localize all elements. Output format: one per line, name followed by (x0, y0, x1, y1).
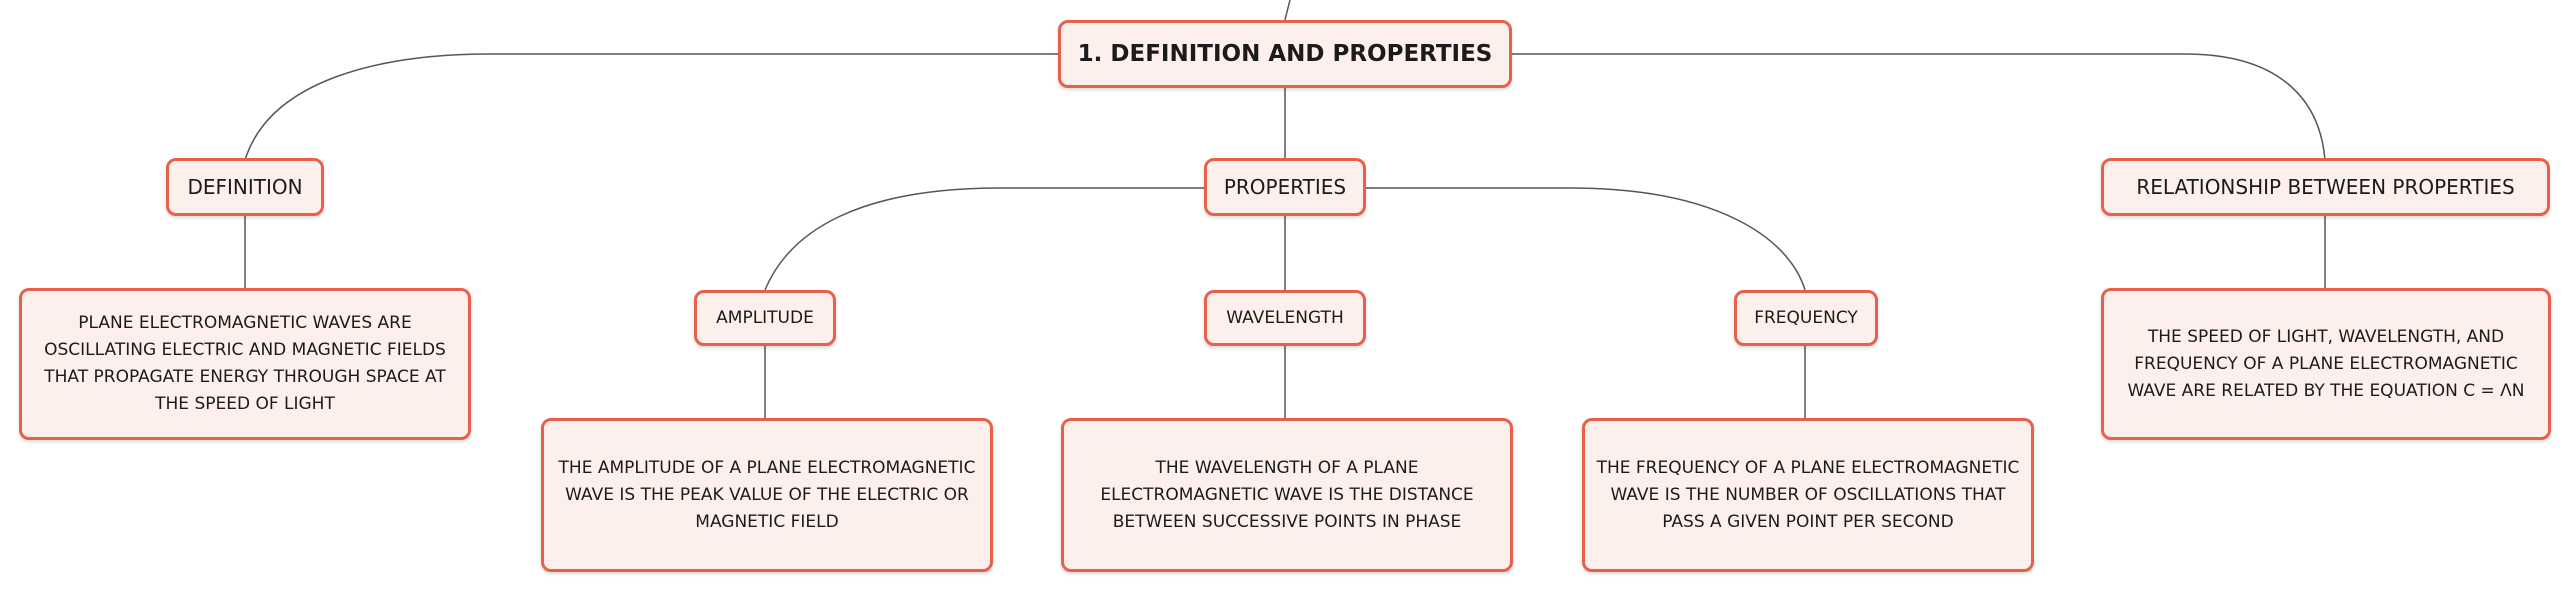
amplitude-node[interactable]: AMPLITUDE (694, 290, 836, 346)
root-node[interactable]: 1. DEFINITION AND PROPERTIES (1058, 20, 1512, 88)
frequency-label: FREQUENCY (1754, 308, 1858, 328)
relationship-label: RELATIONSHIP BETWEEN PROPERTIES (2136, 175, 2515, 199)
wavelength-detail-text: THE WAVELENGTH OF A PLANE ELECTROMAGNETI… (1100, 457, 1474, 532)
properties-node[interactable]: PROPERTIES (1204, 158, 1366, 216)
properties-label: PROPERTIES (1223, 175, 1347, 199)
relationship-detail-text: THE SPEED OF LIGHT, WAVELENGTH, AND FREQ… (2127, 326, 2525, 401)
frequency-detail-node[interactable]: THE FREQUENCY OF A PLANE ELECTROMAGNETIC… (1582, 418, 2034, 572)
amplitude-detail-node[interactable]: THE AMPLITUDE OF A PLANE ELECTROMAGNETIC… (541, 418, 993, 572)
definition-detail-node[interactable]: PLANE ELECTROMAGNETIC WAVES ARE OSCILLAT… (19, 288, 471, 440)
wavelength-detail-node[interactable]: THE WAVELENGTH OF A PLANE ELECTROMAGNETI… (1061, 418, 1513, 572)
connector-root-relationship (1510, 53, 2326, 161)
amplitude-label: AMPLITUDE (716, 308, 814, 328)
connector-properties-frequency (1365, 187, 1806, 291)
relationship-node[interactable]: RELATIONSHIP BETWEEN PROPERTIES (2101, 158, 2550, 216)
relationship-detail-node[interactable]: THE SPEED OF LIGHT, WAVELENGTH, AND FREQ… (2101, 288, 2551, 440)
connector-parent (1284, 0, 1291, 21)
definition-label: DEFINITION (187, 175, 303, 199)
frequency-node[interactable]: FREQUENCY (1734, 290, 1878, 346)
connector-properties-amplitude (764, 187, 1205, 291)
definition-detail-text: PLANE ELECTROMAGNETIC WAVES ARE OSCILLAT… (44, 313, 446, 414)
wavelength-node[interactable]: WAVELENGTH (1204, 290, 1366, 346)
connector-root-definition (244, 53, 1058, 161)
wavelength-label: WAVELENGTH (1226, 308, 1344, 328)
definition-node[interactable]: DEFINITION (166, 158, 324, 216)
amplitude-detail-text: THE AMPLITUDE OF A PLANE ELECTROMAGNETIC… (558, 457, 976, 532)
root-label: 1. DEFINITION AND PROPERTIES (1077, 41, 1493, 67)
frequency-detail-text: THE FREQUENCY OF A PLANE ELECTROMAGNETIC… (1596, 457, 2020, 532)
